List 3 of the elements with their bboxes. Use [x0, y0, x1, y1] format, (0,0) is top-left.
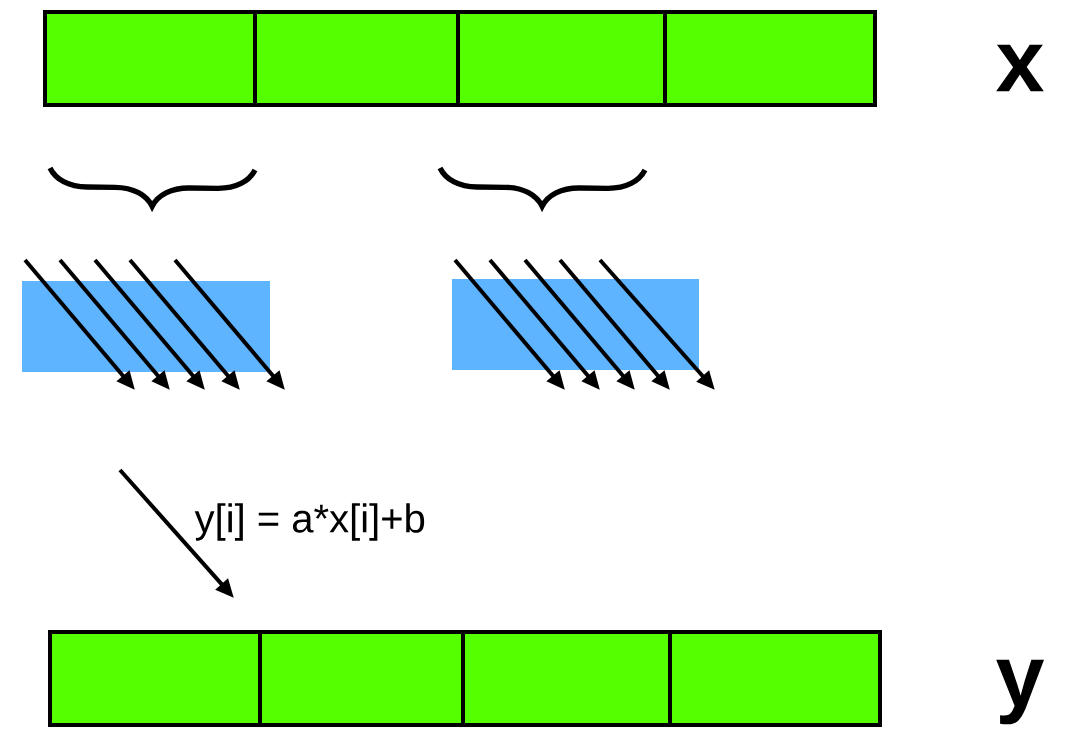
formula-label: y[i] = a*x[i]+b	[194, 503, 425, 541]
array-name: y	[996, 659, 1044, 725]
array-name: x	[996, 44, 1044, 92]
